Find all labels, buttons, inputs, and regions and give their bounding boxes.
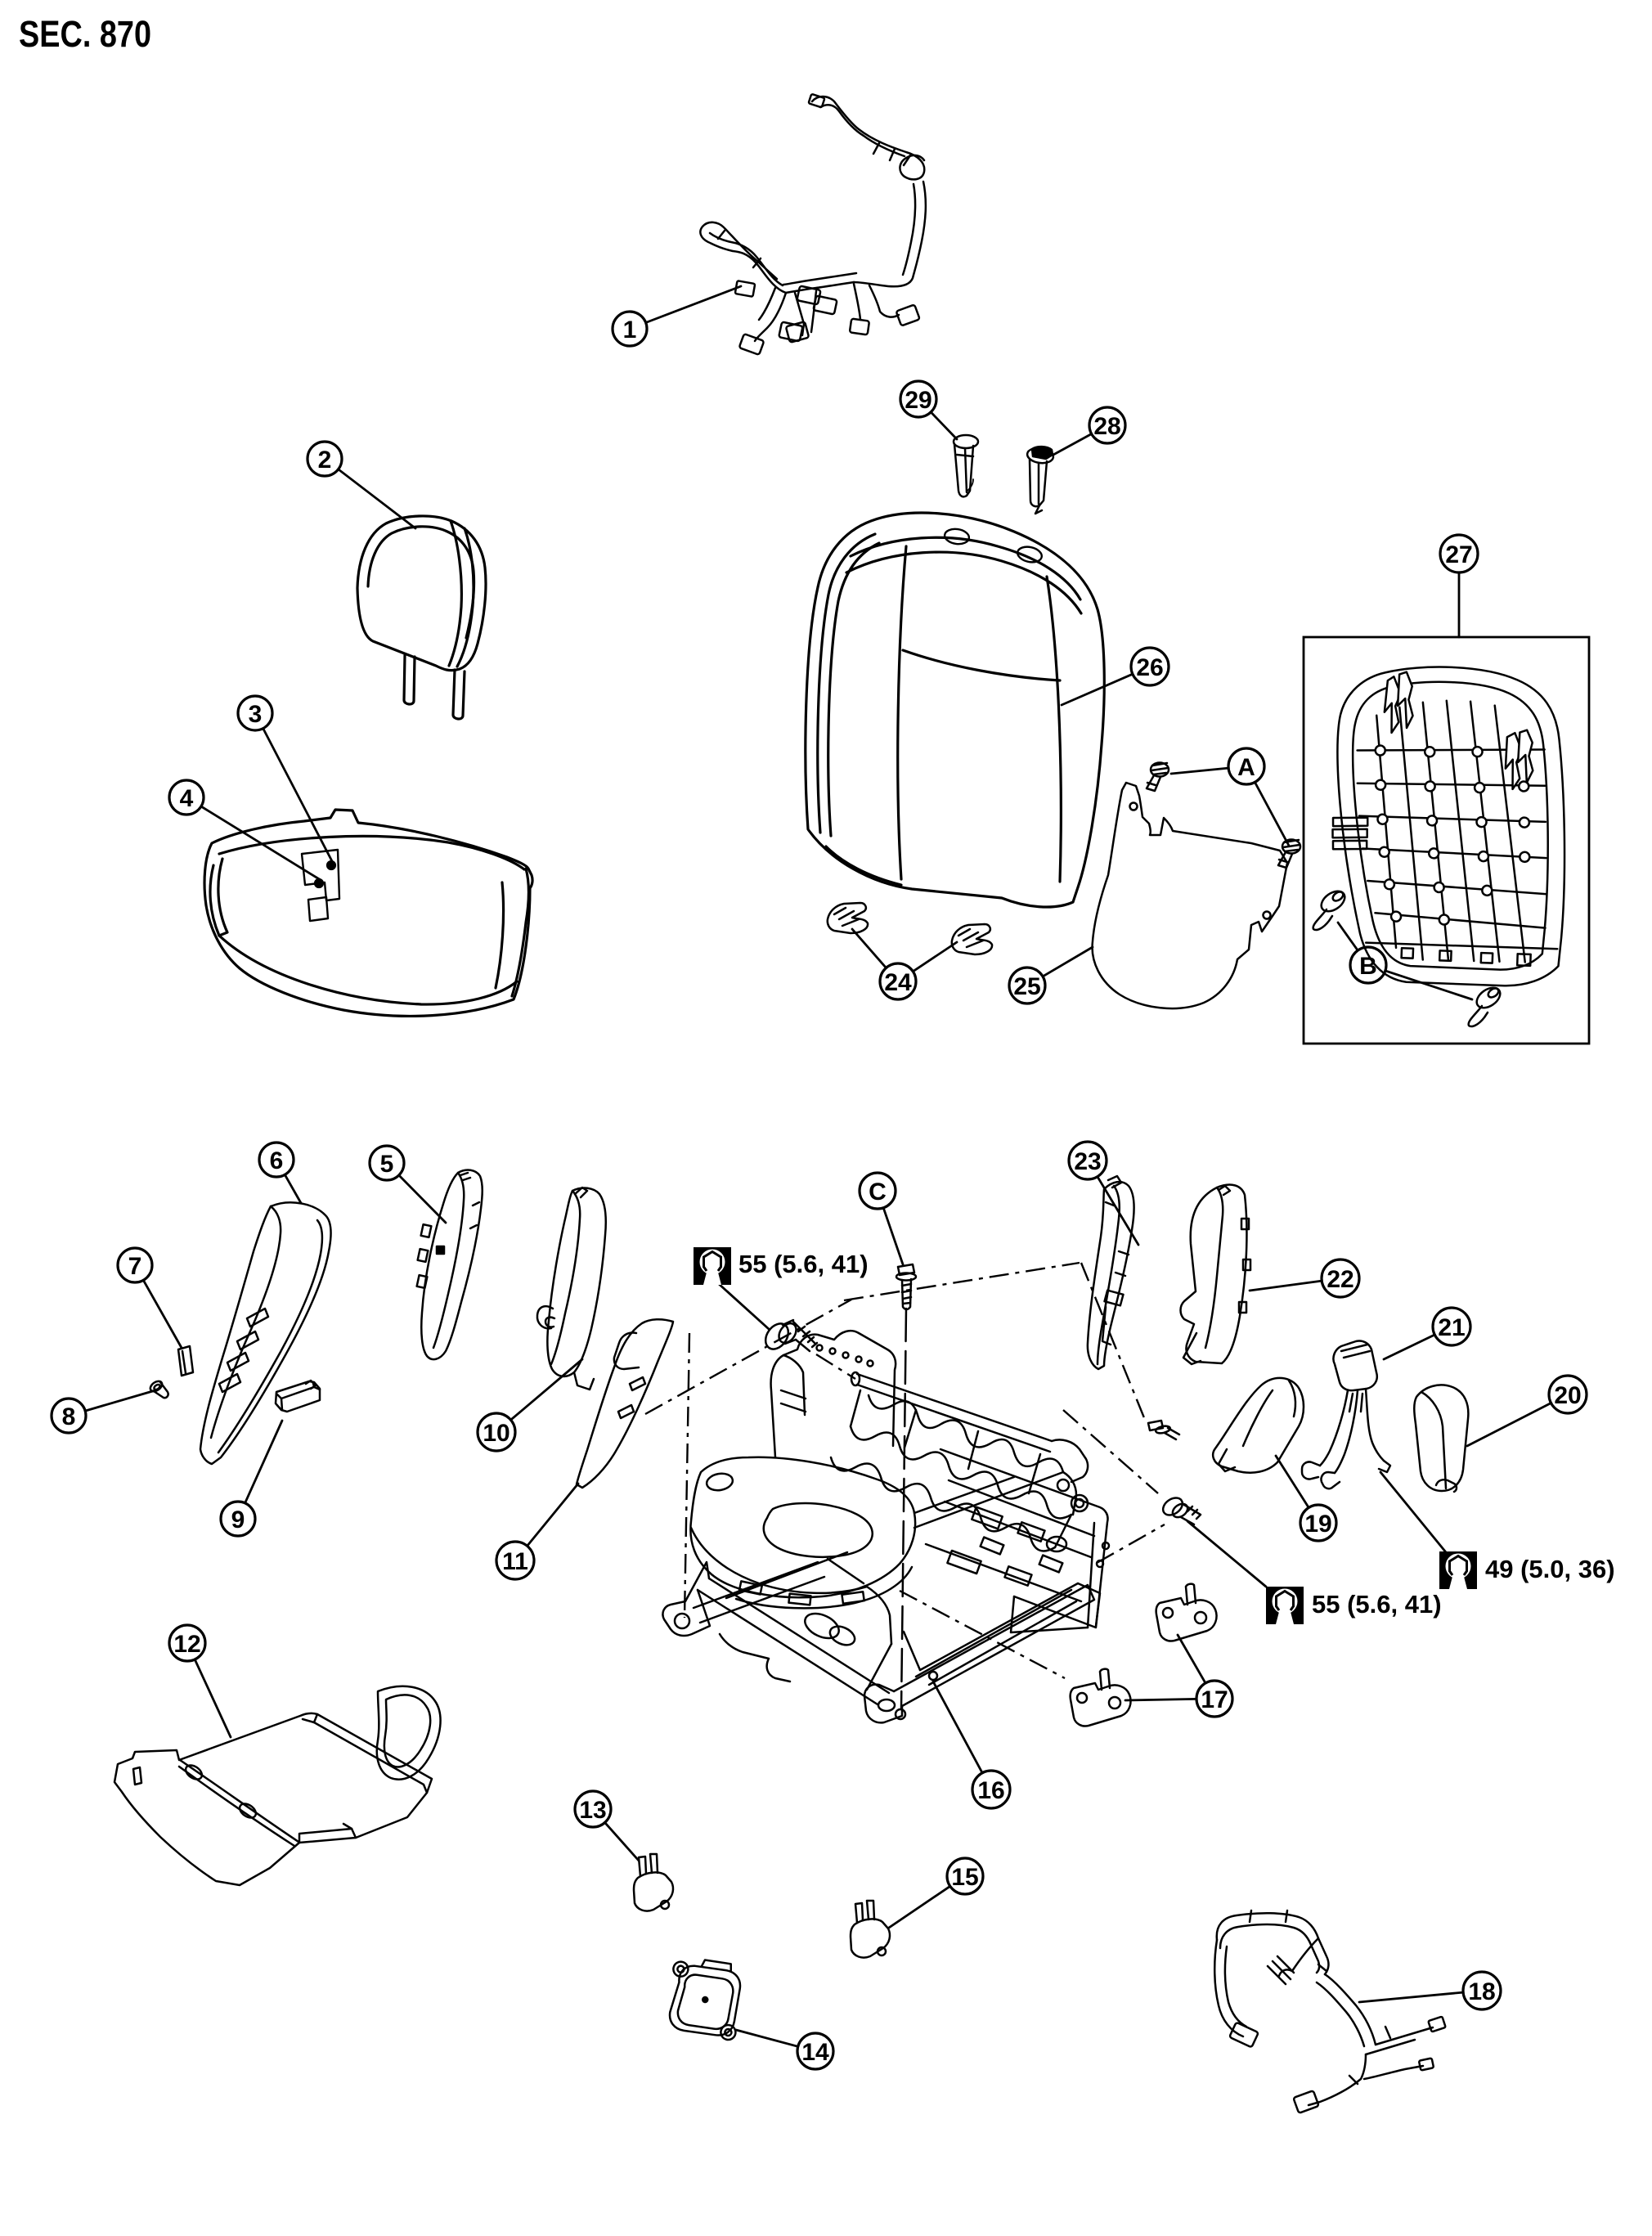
svg-text:18: 18 — [1468, 1978, 1495, 2005]
svg-text:A: A — [1237, 754, 1255, 781]
svg-text:24: 24 — [884, 969, 912, 996]
svg-text:7: 7 — [128, 1253, 142, 1280]
svg-text:C: C — [869, 1179, 887, 1206]
svg-text:6: 6 — [270, 1147, 284, 1174]
svg-text:2: 2 — [318, 447, 332, 474]
svg-text:28: 28 — [1093, 413, 1120, 440]
svg-text:49 (5.0, 36): 49 (5.0, 36) — [1485, 1555, 1615, 1583]
svg-text:17: 17 — [1201, 1686, 1228, 1713]
svg-text:14: 14 — [801, 2039, 829, 2066]
svg-text:20: 20 — [1554, 1382, 1581, 1409]
svg-text:1: 1 — [623, 317, 637, 343]
svg-text:25: 25 — [1013, 973, 1040, 1000]
svg-text:22: 22 — [1327, 1266, 1353, 1293]
svg-text:5: 5 — [380, 1151, 394, 1178]
svg-text:9: 9 — [231, 1506, 245, 1533]
svg-text:10: 10 — [483, 1420, 510, 1447]
svg-text:8: 8 — [62, 1403, 76, 1430]
svg-text:26: 26 — [1136, 654, 1163, 681]
svg-text:12: 12 — [173, 1631, 200, 1658]
svg-text:21: 21 — [1438, 1314, 1465, 1341]
svg-text:29: 29 — [905, 387, 931, 414]
svg-text:3: 3 — [249, 701, 263, 728]
svg-text:55 (5.6, 41): 55 (5.6, 41) — [1312, 1590, 1442, 1619]
svg-text:55 (5.6, 41): 55 (5.6, 41) — [738, 1250, 869, 1278]
svg-text:4: 4 — [180, 785, 194, 812]
svg-text:23: 23 — [1074, 1148, 1101, 1175]
svg-text:15: 15 — [951, 1864, 978, 1891]
svg-text:11: 11 — [502, 1548, 528, 1575]
svg-text:13: 13 — [579, 1797, 606, 1824]
svg-text:SEC. 870: SEC. 870 — [19, 13, 151, 55]
svg-text:19: 19 — [1304, 1511, 1331, 1538]
svg-text:16: 16 — [977, 1777, 1004, 1804]
svg-text:B: B — [1359, 953, 1377, 980]
svg-text:27: 27 — [1445, 541, 1472, 568]
